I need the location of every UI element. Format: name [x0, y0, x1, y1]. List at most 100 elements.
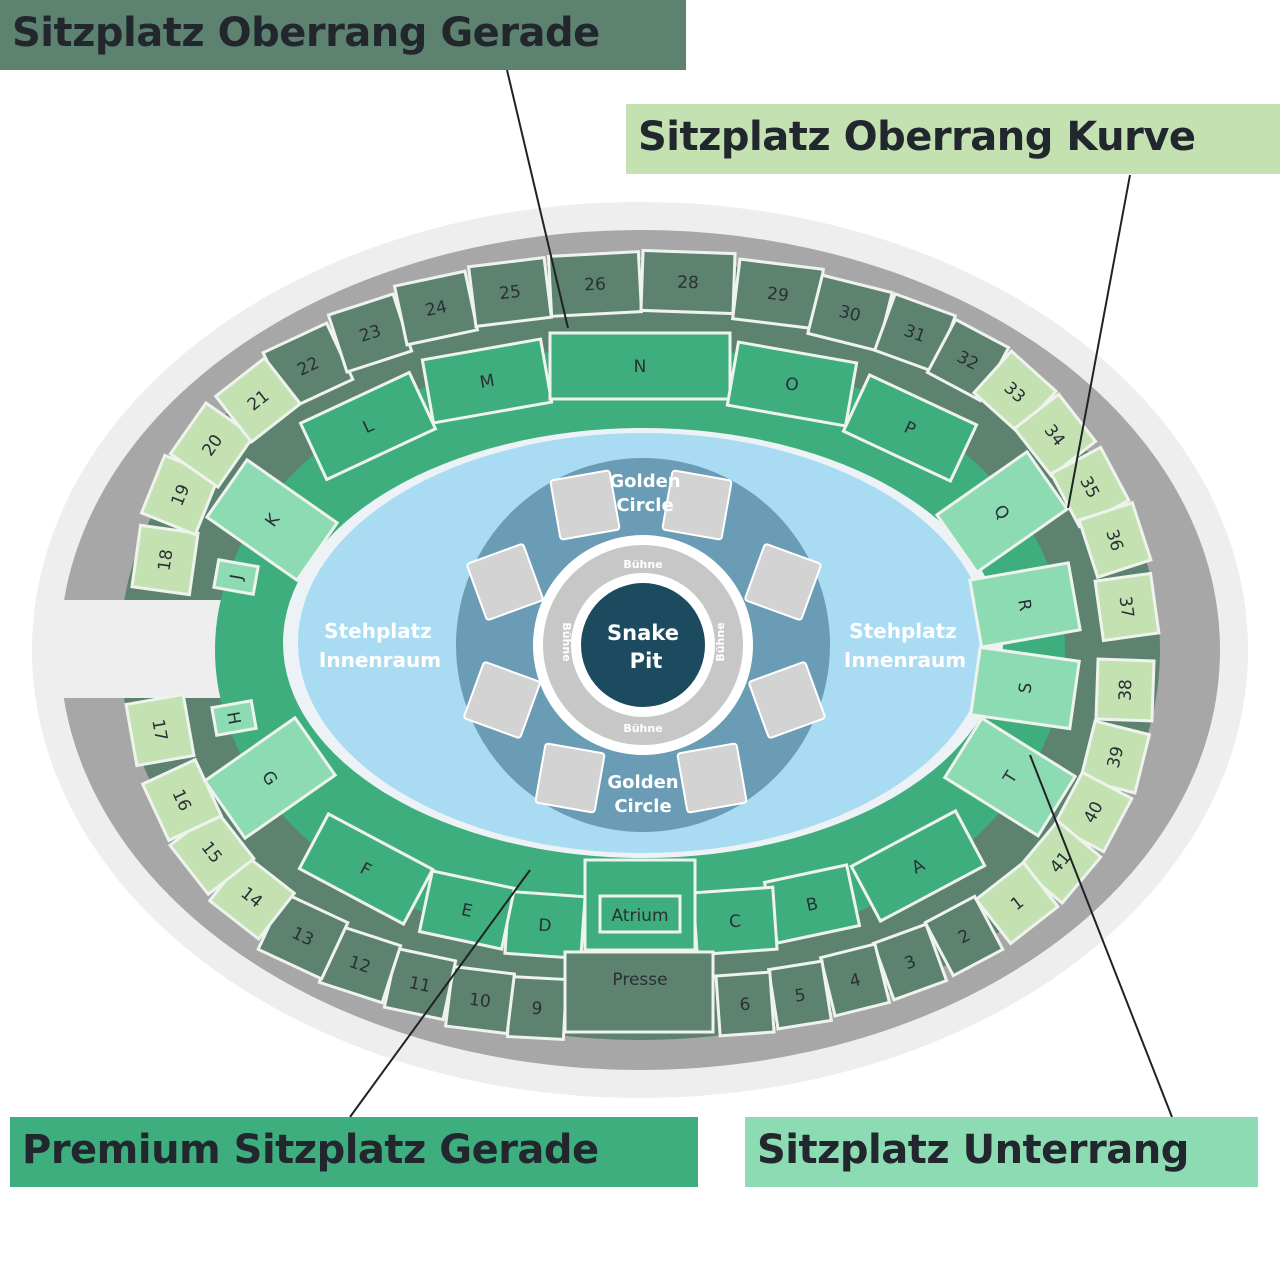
section-block[interactable]	[639, 248, 737, 316]
section-block[interactable]	[213, 355, 303, 445]
section-block[interactable]	[546, 250, 644, 318]
section-block[interactable]	[168, 400, 256, 490]
section-block[interactable]	[1077, 500, 1153, 580]
section-s[interactable]: S	[969, 645, 1081, 731]
section-23[interactable]: 23	[326, 292, 414, 374]
presse-label: Presse	[612, 970, 667, 990]
section-block[interactable]	[1094, 657, 1156, 723]
section-b[interactable]: B	[762, 863, 862, 945]
section-block[interactable]	[212, 558, 260, 596]
section-34[interactable]: 34	[1012, 392, 1098, 478]
section-block[interactable]	[934, 449, 1070, 575]
legend-premium-gerade: Premium Sitzplatz Gerade	[10, 1117, 698, 1187]
section-3[interactable]: 3	[871, 922, 949, 1002]
section-block[interactable]	[392, 269, 480, 347]
snake-pit[interactable]	[581, 583, 705, 707]
section-atrium[interactable]: Atrium	[583, 858, 697, 952]
section-12[interactable]: 12	[317, 923, 403, 1005]
section-29[interactable]: 29	[730, 257, 826, 331]
section-j[interactable]: J	[212, 558, 260, 596]
golden-circle-bottom-line1: Golden	[607, 772, 678, 793]
section-n[interactable]: N	[548, 331, 732, 401]
section-label: 11	[407, 973, 432, 997]
section-18[interactable]: 18	[130, 523, 200, 597]
section-26[interactable]: 26	[546, 250, 644, 318]
section-label: H	[222, 710, 244, 726]
section-block[interactable]	[871, 922, 949, 1002]
section-c[interactable]: C	[691, 885, 779, 957]
section-9[interactable]: 9	[505, 974, 569, 1042]
section-35[interactable]: 35	[1049, 445, 1131, 529]
section-block[interactable]	[1093, 571, 1161, 643]
section-block[interactable]	[548, 331, 732, 401]
section-e[interactable]: E	[417, 869, 517, 951]
section-block[interactable]	[818, 942, 892, 1018]
section-block[interactable]	[923, 894, 1005, 978]
section-block[interactable]	[849, 808, 987, 924]
section-block[interactable]	[130, 523, 200, 597]
section-10[interactable]: 10	[443, 964, 517, 1036]
section-24[interactable]: 24	[392, 269, 480, 347]
section-p[interactable]: P	[841, 372, 979, 484]
section-block[interactable]	[204, 457, 340, 583]
section-36[interactable]: 36	[1077, 500, 1153, 580]
section-21[interactable]: 21	[213, 355, 303, 445]
section-block[interactable]	[841, 372, 979, 484]
section-38[interactable]: 38	[1094, 657, 1156, 723]
section-block[interactable]	[298, 370, 438, 482]
leader-line-unterrang	[1029, 754, 1173, 1118]
section-block[interactable]	[968, 561, 1082, 649]
section-m[interactable]: M	[420, 337, 554, 425]
section-block[interactable]	[942, 716, 1078, 838]
stage-label-right: Bühne	[714, 622, 727, 661]
presse-block[interactable]	[563, 950, 715, 1034]
section-1[interactable]: 1	[974, 860, 1060, 946]
section-block[interactable]	[297, 811, 435, 927]
section-d[interactable]: D	[503, 889, 587, 961]
section-20[interactable]: 20	[168, 400, 256, 490]
section-block[interactable]	[725, 340, 859, 428]
section-r[interactable]: R	[968, 561, 1082, 649]
section-block[interactable]	[1012, 392, 1098, 478]
section-block[interactable]	[210, 699, 258, 737]
section-label: D	[538, 916, 552, 937]
legend-unterrang: Sitzplatz Unterrang	[745, 1117, 1258, 1187]
section-11[interactable]: 11	[382, 946, 458, 1022]
golden-circle-box	[676, 742, 748, 814]
section-block[interactable]	[417, 869, 517, 951]
section-presse[interactable]: Presse	[563, 950, 715, 1034]
section-block[interactable]	[766, 959, 834, 1031]
section-6[interactable]: 6	[714, 970, 776, 1038]
section-a[interactable]: A	[849, 808, 987, 924]
section-16[interactable]: 16	[140, 757, 224, 843]
section-g[interactable]: G	[202, 715, 338, 841]
section-25[interactable]: 25	[466, 255, 554, 329]
section-label: 9	[531, 999, 543, 1020]
section-28[interactable]: 28	[639, 248, 737, 316]
atrium-inner	[598, 894, 682, 934]
section-label: 38	[1116, 679, 1137, 701]
section-k[interactable]: K	[204, 457, 340, 583]
section-4[interactable]: 4	[818, 942, 892, 1018]
section-block[interactable]	[124, 692, 196, 768]
section-o[interactable]: O	[725, 340, 859, 428]
section-5[interactable]: 5	[766, 959, 834, 1031]
section-f[interactable]: F	[297, 811, 435, 927]
section-2[interactable]: 2	[923, 894, 1005, 978]
section-label: 25	[498, 282, 522, 304]
section-37[interactable]: 37	[1093, 571, 1161, 643]
section-label: E	[459, 900, 474, 922]
section-h[interactable]: H	[210, 699, 258, 737]
section-block[interactable]	[969, 645, 1081, 731]
section-l[interactable]: L	[298, 370, 438, 482]
section-block[interactable]	[202, 715, 338, 841]
section-q[interactable]: Q	[934, 449, 1070, 575]
section-block[interactable]	[420, 337, 554, 425]
section-block[interactable]	[714, 970, 776, 1038]
section-block[interactable]	[466, 255, 554, 329]
section-17[interactable]: 17	[124, 692, 196, 768]
section-block[interactable]	[974, 860, 1060, 946]
section-label: 24	[424, 297, 449, 321]
section-t[interactable]: T	[942, 716, 1078, 838]
